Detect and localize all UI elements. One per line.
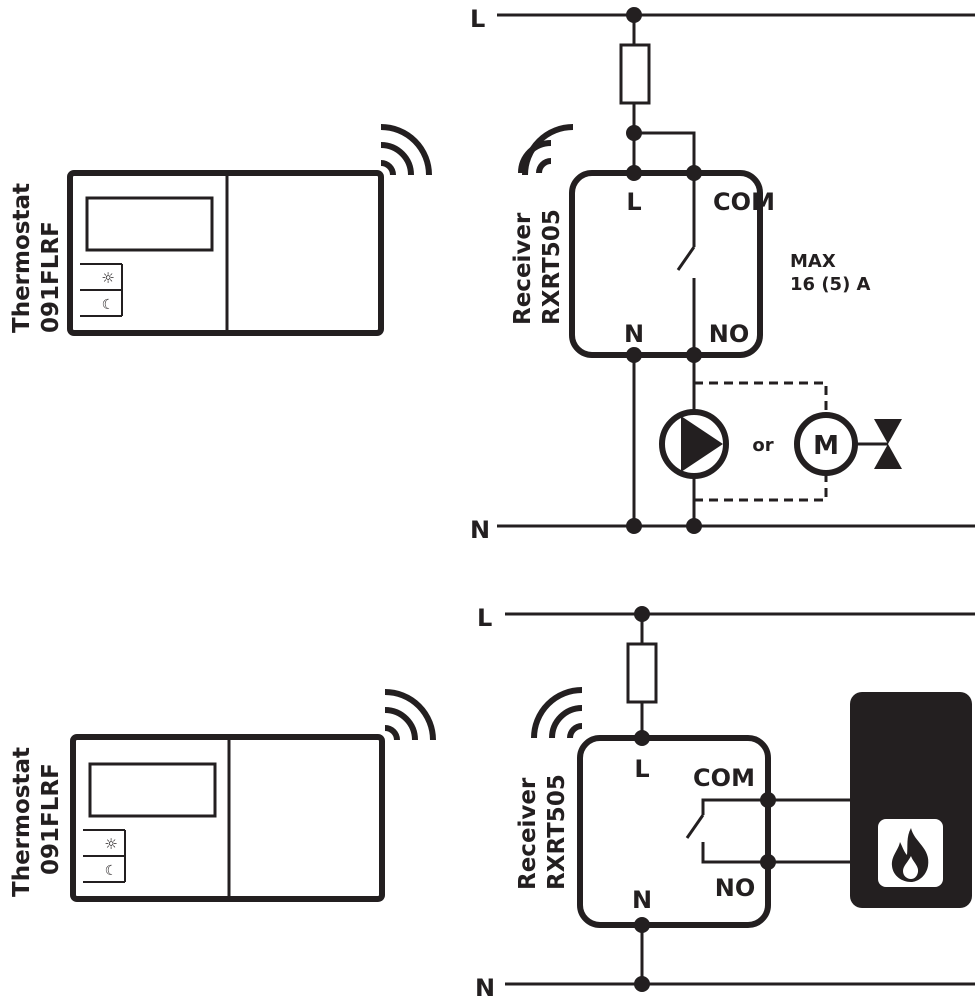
- flame-icon: [891, 828, 929, 882]
- moon-icon: ☾: [105, 863, 118, 879]
- receiver-label: Receiver: [515, 777, 541, 890]
- pump-icon: [659, 409, 729, 479]
- sun-icon: ☼: [104, 835, 117, 853]
- thermostat-display: [85, 196, 214, 252]
- thermostat-display: [88, 762, 217, 818]
- terminal-l: L: [626, 188, 641, 216]
- top-receiver: L COM N NO Receiver RXRT505: [510, 124, 775, 363]
- terminal-com: COM: [693, 764, 755, 792]
- relay-contact: [685, 814, 705, 839]
- moon-icon: ☾: [102, 297, 115, 313]
- terminal-n: N: [624, 320, 644, 348]
- top-diagram: ☼ ☾ Thermostat 091FLRF L N: [9, 5, 975, 544]
- receiver-label: Receiver: [510, 212, 536, 325]
- bottom-receiver: L COM N NO Receiver RXRT505: [515, 687, 776, 933]
- receiver-model: RXRT505: [544, 774, 570, 890]
- wireless-signal-icon: [384, 689, 436, 741]
- receiver-body: [577, 735, 771, 928]
- top-line-label: L: [470, 5, 485, 33]
- bottom-diagram: ☼ ☾ Thermostat 091FLRF L N: [9, 604, 975, 999]
- bottom-thermostat: ☼ ☾ Thermostat 091FLRF: [9, 689, 436, 902]
- terminal-l: L: [634, 755, 649, 783]
- wireless-signal-icon: [531, 687, 583, 739]
- terminal-no: NO: [709, 320, 750, 348]
- fuse-icon: [626, 642, 658, 704]
- terminal-no: NO: [715, 874, 756, 902]
- receiver-body: [569, 170, 763, 358]
- fuse-icon: [619, 43, 651, 105]
- thermostat-model: 091FLRF: [38, 763, 64, 875]
- thermostat-label: Thermostat: [9, 183, 35, 333]
- top-neutral-label: N: [470, 516, 490, 544]
- node: [626, 7, 642, 23]
- rating-max: MAX: [790, 251, 836, 272]
- relay-contact: [676, 246, 696, 271]
- receiver-model: RXRT505: [539, 209, 565, 325]
- valve-icon: [874, 419, 902, 469]
- rating-value: 16 (5) A: [790, 274, 871, 295]
- wireless-signal-icon: [518, 124, 574, 176]
- bottom-line-label: L: [477, 604, 492, 632]
- wireless-signal-icon: [380, 124, 432, 176]
- terminal-com: COM: [713, 188, 775, 216]
- boiler: [850, 692, 972, 908]
- bottom-neutral-label: N: [475, 974, 495, 999]
- or-label: or: [752, 435, 773, 456]
- thermostat-model: 091FLRF: [38, 221, 64, 333]
- svg-text:M: M: [813, 431, 839, 461]
- motor-icon: M: [794, 412, 858, 476]
- terminal-n: N: [632, 886, 652, 914]
- top-thermostat: ☼ ☾ Thermostat 091FLRF: [9, 124, 432, 336]
- thermostat-label: Thermostat: [9, 747, 35, 897]
- sun-icon: ☼: [101, 269, 114, 287]
